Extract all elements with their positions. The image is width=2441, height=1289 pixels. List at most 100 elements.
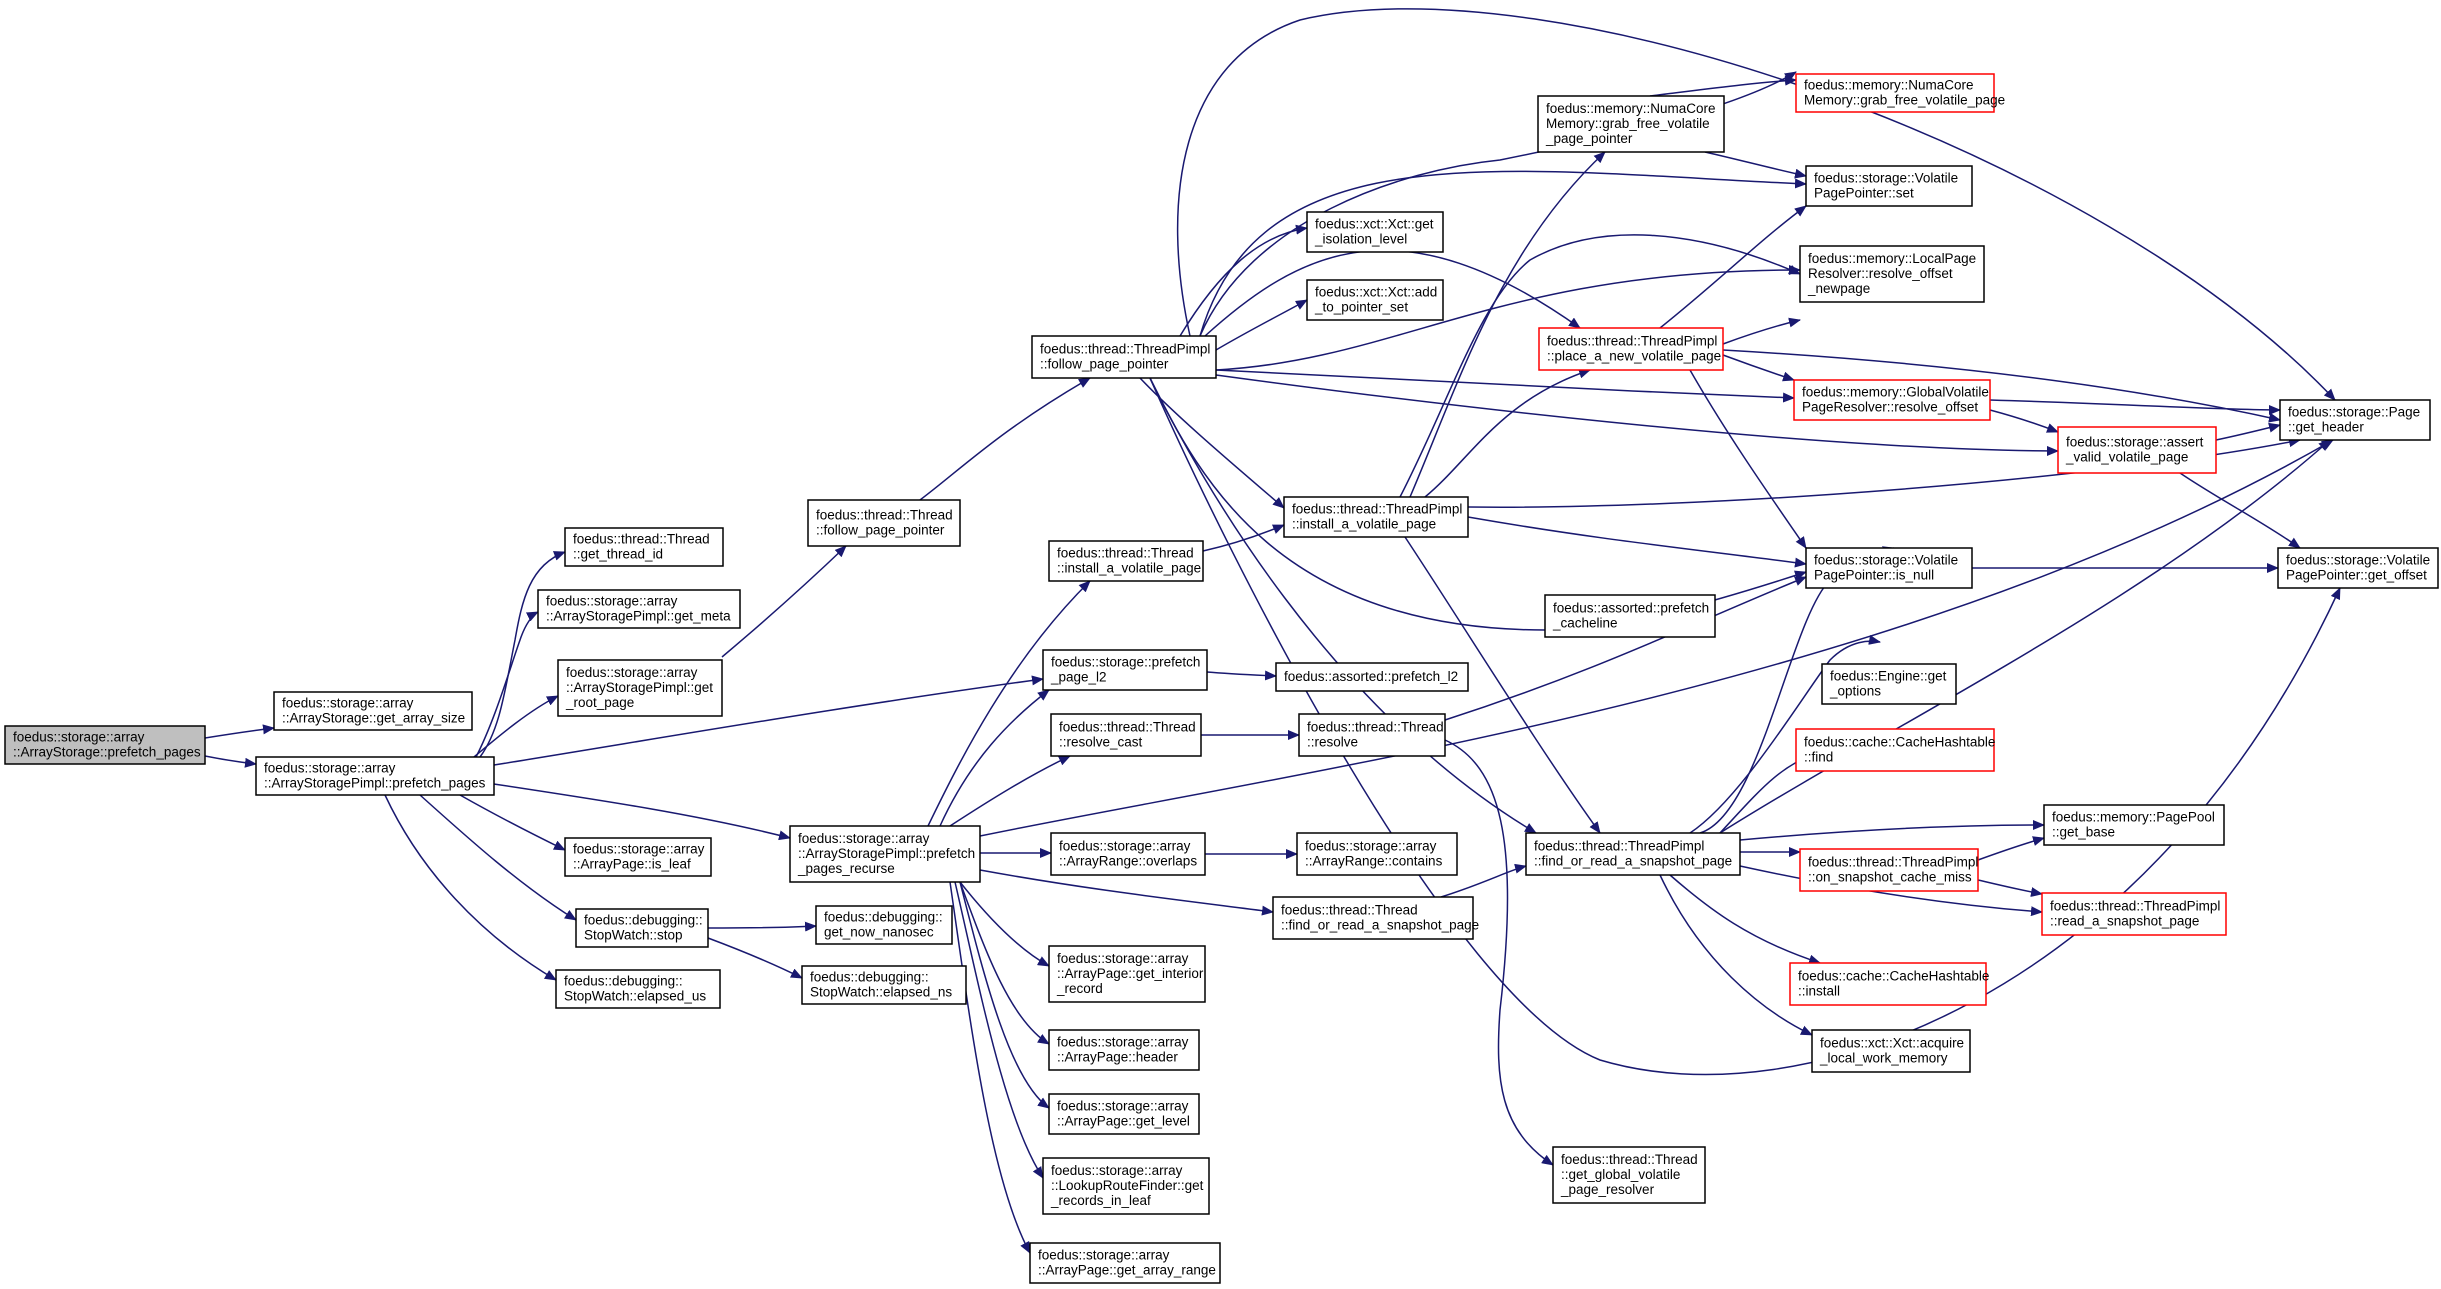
node-label: foedus::storage::array [1305,839,1437,854]
node-label: foedus::storage::array [1051,1163,1183,1178]
node-get-interior-record[interactable]: foedus::storage::array::ArrayPage::get_i… [1048,945,1206,1003]
call-edge [707,937,803,979]
node-box [1552,1146,1706,1204]
node-label: foedus::debugging:: [824,910,943,925]
node-box [1048,1093,1200,1135]
node-on-cache-miss[interactable]: foedus::thread::ThreadPimpl::on_snapshot… [1799,848,1979,892]
node-overlaps[interactable]: foedus::storage::array::ArrayRange::over… [1050,832,1206,876]
node-label: _local_work_memory [1819,1051,1948,1066]
node-page-get-header[interactable]: foedus::storage::Page::get_header [2279,399,2431,441]
node-label: Memory::grab_free_volatile_page [1804,93,2005,108]
node-label: foedus::storage::prefetch [1051,655,1200,670]
node-thread-resolve[interactable]: foedus::thread::Thread::resolve [1298,713,1446,757]
node-get-global-resolver[interactable]: foedus::thread::Thread::get_global_volat… [1552,1146,1706,1204]
node-hash-install[interactable]: foedus::cache::CacheHashtable::install [1789,962,1989,1006]
node-box [1793,379,1991,421]
node-box [1298,713,1446,757]
node-get-array-range[interactable]: foedus::storage::array::ArrayPage::get_a… [1029,1242,1221,1284]
node-label: foedus::storage::array [13,730,145,745]
node-numa-grab-ptr[interactable]: foedus::memory::NumaCoreMemory::grab_fre… [1537,95,1725,153]
node-is-leaf[interactable]: foedus::storage::array::ArrayPage::is_le… [564,837,712,877]
call-edge [479,551,566,758]
node-label: foedus::memory::GlobalVolatile [1802,385,1989,400]
node-label: foedus::thread::Thread [573,532,710,547]
node-assorted-prefetch-l2[interactable]: foedus::assorted::prefetch_l2 [1275,662,1469,692]
call-edge [959,881,1050,1045]
node-global-resolver[interactable]: foedus::memory::GlobalVolatilePageResolv… [1793,379,1991,421]
node-thread-follow[interactable]: foedus::thread::Thread::follow_page_poin… [807,499,961,547]
call-edge [1722,354,1795,382]
node-sw-elapsed-us[interactable]: foedus::debugging::StopWatch::elapsed_us [555,969,721,1009]
node-sw-stop[interactable]: foedus::debugging::StopWatch::stop [575,908,709,948]
node-prefetch-recurse[interactable]: foedus::storage::array::ArrayStoragePimp… [789,825,981,883]
node-acquire-mem[interactable]: foedus::xct::Xct::acquire_local_work_mem… [1811,1029,1971,1073]
node-local-resolver[interactable]: foedus::memory::LocalPageResolver::resol… [1799,245,1985,303]
node-tpimpl-follow[interactable]: foedus::thread::ThreadPimpl::follow_page… [1031,335,1217,379]
node-xct-add-ptr[interactable]: foedus::xct::Xct::add_to_pointer_set [1306,279,1444,321]
node-pimpl-prefetch[interactable]: foedus::storage::array::ArrayStoragePimp… [255,756,495,796]
node-label: foedus::cache::CacheHashtable [1798,969,1989,984]
call-edge [919,377,1091,501]
call-edge [1409,151,1606,498]
node-pagepool-base[interactable]: foedus::memory::PagePool::get_base [2043,804,2225,846]
node-prefetch-page-l2[interactable]: foedus::storage::prefetch_page_l2 [1042,649,1208,691]
node-box [1296,832,1458,876]
node-vpp-set[interactable]: foedus::storage::VolatilePagePointer::se… [1805,165,1973,207]
call-edge [204,724,275,739]
node-resolve-cast[interactable]: foedus::thread::Thread::resolve_cast [1050,713,1202,757]
node-tpimpl-find-read[interactable]: foedus::thread::ThreadPimpl::find_or_rea… [1525,832,1741,876]
call-edge [1149,377,1807,631]
node-get-now-nanosec[interactable]: foedus::debugging::get_now_nanosec [815,905,953,945]
call-edge [959,881,1050,1109]
node-label: foedus::storage::array [1057,951,1189,966]
node-label: get_now_nanosec [824,925,934,940]
node-label: ::ArrayStoragePimpl::prefetch [798,846,975,861]
node-lookup-route[interactable]: foedus::storage::array::LookupRouteFinde… [1042,1157,1210,1215]
node-label: PagePointer::is_null [1814,568,1934,583]
node-get-level[interactable]: foedus::storage::array::ArrayPage::get_l… [1048,1093,1200,1135]
call-edges [204,8,2341,1254]
node-thread-find-read[interactable]: foedus::thread::Thread::find_or_read_a_s… [1272,896,1479,940]
node-engine-options[interactable]: foedus::Engine::get_options [1821,663,1957,705]
node-box [815,905,953,945]
node-label: foedus::memory::NumaCore [1804,78,1974,93]
node-hash-find[interactable]: foedus::cache::CacheHashtable::find [1795,728,1995,772]
node-label: _page_pointer [1545,131,1633,146]
node-prefetch-cacheline[interactable]: foedus::assorted::prefetch_cacheline [1544,594,1716,638]
node-label: ::find [1804,750,1833,765]
node-get-root-page[interactable]: foedus::storage::array::ArrayStoragePimp… [557,659,723,717]
call-edge [1399,234,1801,498]
call-edge [1215,265,1801,371]
node-get-thread-id[interactable]: foedus::thread::Thread::get_thread_id [564,527,724,567]
node-box [1799,848,1979,892]
node-thread-install[interactable]: foedus::thread::Thread::install_a_volati… [1048,540,1204,582]
call-edge [1444,576,1807,721]
call-edge [475,611,539,758]
node-box [807,499,961,547]
node-box [1042,1157,1210,1215]
node-vpp-is-null[interactable]: foedus::storage::VolatilePagePointer::is… [1805,547,1973,589]
node-box [2277,547,2439,589]
node-numa-grab-page[interactable]: foedus::memory::NumaCoreMemory::grab_fre… [1795,73,2005,113]
node-assert-valid[interactable]: foedus::storage::assert_valid_volatile_p… [2057,426,2217,474]
node-label: foedus::storage::array [546,594,678,609]
node-label: ::install [1798,984,1840,999]
node-get-meta[interactable]: foedus::storage::array::ArrayStoragePimp… [537,589,741,629]
node-root[interactable]: foedus::storage::array::ArrayStorage::pr… [4,725,206,765]
node-tpimpl-install[interactable]: foedus::thread::ThreadPimpl::install_a_v… [1283,496,1469,538]
node-label: foedus::xct::Xct::acquire [1820,1036,1964,1051]
node-place-new-page[interactable]: foedus::thread::ThreadPimpl::place_a_new… [1538,327,1724,371]
node-read-snapshot[interactable]: foedus::thread::ThreadPimpl::read_a_snap… [2041,892,2227,936]
node-label: _cacheline [1552,616,1618,631]
call-edge [1669,874,1821,965]
node-header[interactable]: foedus::storage::array::ArrayPage::heade… [1048,1029,1200,1071]
node-label: ::get_global_volatile [1561,1167,1680,1182]
node-xct-isolation[interactable]: foedus::xct::Xct::get_isolation_level [1306,211,1444,253]
node-label: ::LookupRouteFinder::get [1051,1178,1204,1193]
node-get-array-size[interactable]: foedus::storage::array::ArrayStorage::ge… [273,691,473,731]
node-label: foedus::thread::Thread [1281,903,1418,918]
node-vpp-get-offset[interactable]: foedus::storage::VolatilePagePointer::ge… [2277,547,2439,589]
node-label: ::ArrayRange::overlaps [1059,854,1197,869]
node-contains[interactable]: foedus::storage::array::ArrayRange::cont… [1296,832,1458,876]
node-sw-elapsed-ns[interactable]: foedus::debugging::StopWatch::elapsed_ns [801,965,967,1005]
